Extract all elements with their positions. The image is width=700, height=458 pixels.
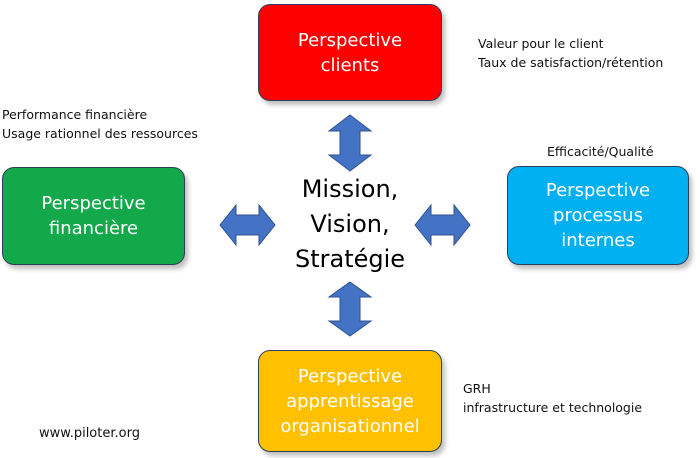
- box-financiere-line1: Perspective: [41, 193, 146, 214]
- website-url: www.piloter.org: [39, 426, 140, 441]
- box-apprentissage-line3: organisationnel: [280, 415, 420, 437]
- perspective-financiere-box: Perspective financière: [2, 167, 185, 265]
- center-line1: Mission,: [301, 175, 399, 203]
- note-clients: Valeur pour le client Taux de satisfacti…: [478, 34, 663, 72]
- box-processus-line2: processus: [553, 205, 643, 226]
- note-apprentissage-line2: infrastructure et technologie: [463, 400, 643, 415]
- note-apprentissage: GRH infrastructure et technologie: [463, 379, 642, 417]
- double-arrow-right-icon: [414, 203, 471, 247]
- double-arrow-bottom-icon: [327, 281, 373, 337]
- perspective-processus-box: Perspective processus internes: [507, 166, 689, 265]
- note-financiere: Performance financière Usage rationnel d…: [2, 105, 198, 143]
- center-line3: Stratégie: [294, 245, 406, 273]
- note-processus: Efficacité/Qualité: [547, 142, 654, 161]
- note-processus-line1: Efficacité/Qualité: [547, 144, 654, 159]
- box-financiere-line2: financière: [48, 218, 139, 239]
- note-clients-line2: Taux de satisfaction/rétention: [478, 55, 664, 70]
- box-processus-line3: internes: [561, 230, 635, 251]
- double-arrow-top-icon: [327, 114, 373, 172]
- box-clients-line1: Perspective: [297, 29, 403, 51]
- box-processus-line1: Perspective: [545, 180, 651, 201]
- note-financiere-line1: Performance financière: [2, 107, 148, 122]
- box-apprentissage-line1: Perspective: [297, 365, 403, 387]
- center-mission-vision-strategie: Mission, Vision, Stratégie: [270, 172, 430, 277]
- double-arrow-left-icon: [219, 203, 276, 247]
- note-financiere-line2: Usage rationnel des ressources: [2, 126, 198, 141]
- perspective-clients-box: Perspective clients: [258, 4, 442, 101]
- box-clients-line2: clients: [320, 54, 380, 76]
- box-apprentissage-line2: apprentissage: [286, 390, 414, 412]
- perspective-apprentissage-box: Perspective apprentissage organisationne…: [258, 350, 442, 452]
- note-clients-line1: Valeur pour le client: [478, 36, 604, 51]
- note-apprentissage-line1: GRH: [463, 381, 491, 396]
- center-line2: Vision,: [310, 210, 390, 238]
